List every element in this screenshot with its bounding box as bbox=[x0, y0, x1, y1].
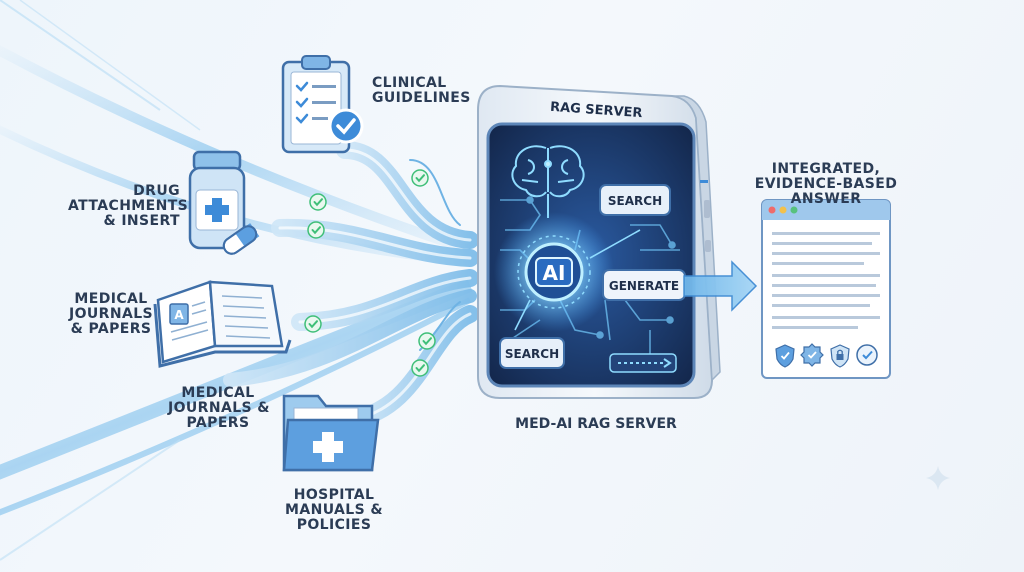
svg-text:A: A bbox=[174, 308, 184, 322]
flow-checks bbox=[304, 169, 436, 377]
label-line: HOSPITAL bbox=[293, 487, 375, 503]
open-book-icon: A bbox=[153, 280, 292, 368]
label-medical-journals-2: MEDICAL JOURNALS & PAPERS bbox=[168, 385, 270, 431]
label-line: INTEGRATED, bbox=[771, 161, 881, 177]
label-output-answer: INTEGRATED, EVIDENCE-BASED ANSWER bbox=[746, 162, 906, 207]
check-icon bbox=[309, 193, 327, 211]
generate-label: GENERATE bbox=[609, 279, 679, 293]
shield-check-icon bbox=[775, 344, 795, 368]
medicine-bottle-icon bbox=[188, 150, 260, 255]
output-arrow bbox=[683, 260, 758, 312]
label-line: JOURNALS bbox=[68, 306, 153, 322]
progress-strip bbox=[609, 353, 677, 373]
brain-icon bbox=[511, 145, 585, 218]
flow-journals-2 bbox=[223, 289, 477, 387]
server-caption: MED-AI RAG SERVER bbox=[515, 416, 677, 432]
label-line: MANUALS & bbox=[285, 502, 383, 518]
search-label-bottom: SEARCH bbox=[505, 347, 559, 361]
answer-document bbox=[761, 199, 891, 379]
label-line: JOURNALS & bbox=[168, 400, 270, 416]
ai-core bbox=[517, 235, 591, 309]
server-title: RAG SERVER bbox=[550, 100, 643, 121]
search-pill-bottom bbox=[499, 337, 565, 369]
label-line: & INSERT bbox=[103, 213, 180, 229]
clipboard-check-icon bbox=[281, 55, 364, 154]
ai-core-label: AI bbox=[543, 261, 566, 285]
search-label-top: SEARCH bbox=[608, 194, 662, 208]
label-line: & PAPERS bbox=[70, 321, 152, 337]
label-line: MEDICAL bbox=[74, 291, 148, 307]
medical-folder-icon bbox=[282, 394, 380, 472]
rag-server bbox=[477, 84, 721, 399]
label-line: MEDICAL bbox=[181, 385, 255, 401]
check-circle-icon bbox=[856, 344, 878, 366]
check-icon bbox=[411, 359, 429, 377]
check-icon bbox=[307, 221, 325, 239]
label-medical-journals-1: MEDICAL JOURNALS & PAPERS bbox=[66, 292, 156, 337]
label-drug-attachments: DRUG ATTACHMENTS & INSERT bbox=[68, 183, 189, 229]
check-icon bbox=[304, 315, 322, 333]
badge-check-icon bbox=[800, 343, 824, 367]
label-line: GUIDELINES bbox=[372, 90, 471, 106]
label-line: PAPERS bbox=[186, 415, 250, 431]
sparkle-icon bbox=[926, 466, 950, 490]
label-line: ATTACHMENTS bbox=[68, 198, 189, 214]
check-icon bbox=[411, 169, 429, 187]
label-hospital-manuals: HOSPITAL MANUALS & POLICIES bbox=[284, 488, 384, 533]
label-line: CLINICAL bbox=[372, 75, 447, 91]
label-line: ANSWER bbox=[790, 191, 862, 207]
search-pill-top bbox=[599, 184, 671, 216]
shield-lock-icon bbox=[830, 344, 850, 368]
label-line: POLICIES bbox=[296, 517, 372, 533]
check-icon bbox=[418, 332, 436, 350]
label-line: EVIDENCE-BASED bbox=[754, 176, 898, 192]
label-clinical-guidelines: CLINICAL GUIDELINES bbox=[372, 76, 471, 106]
label-line: DRUG bbox=[133, 183, 180, 199]
